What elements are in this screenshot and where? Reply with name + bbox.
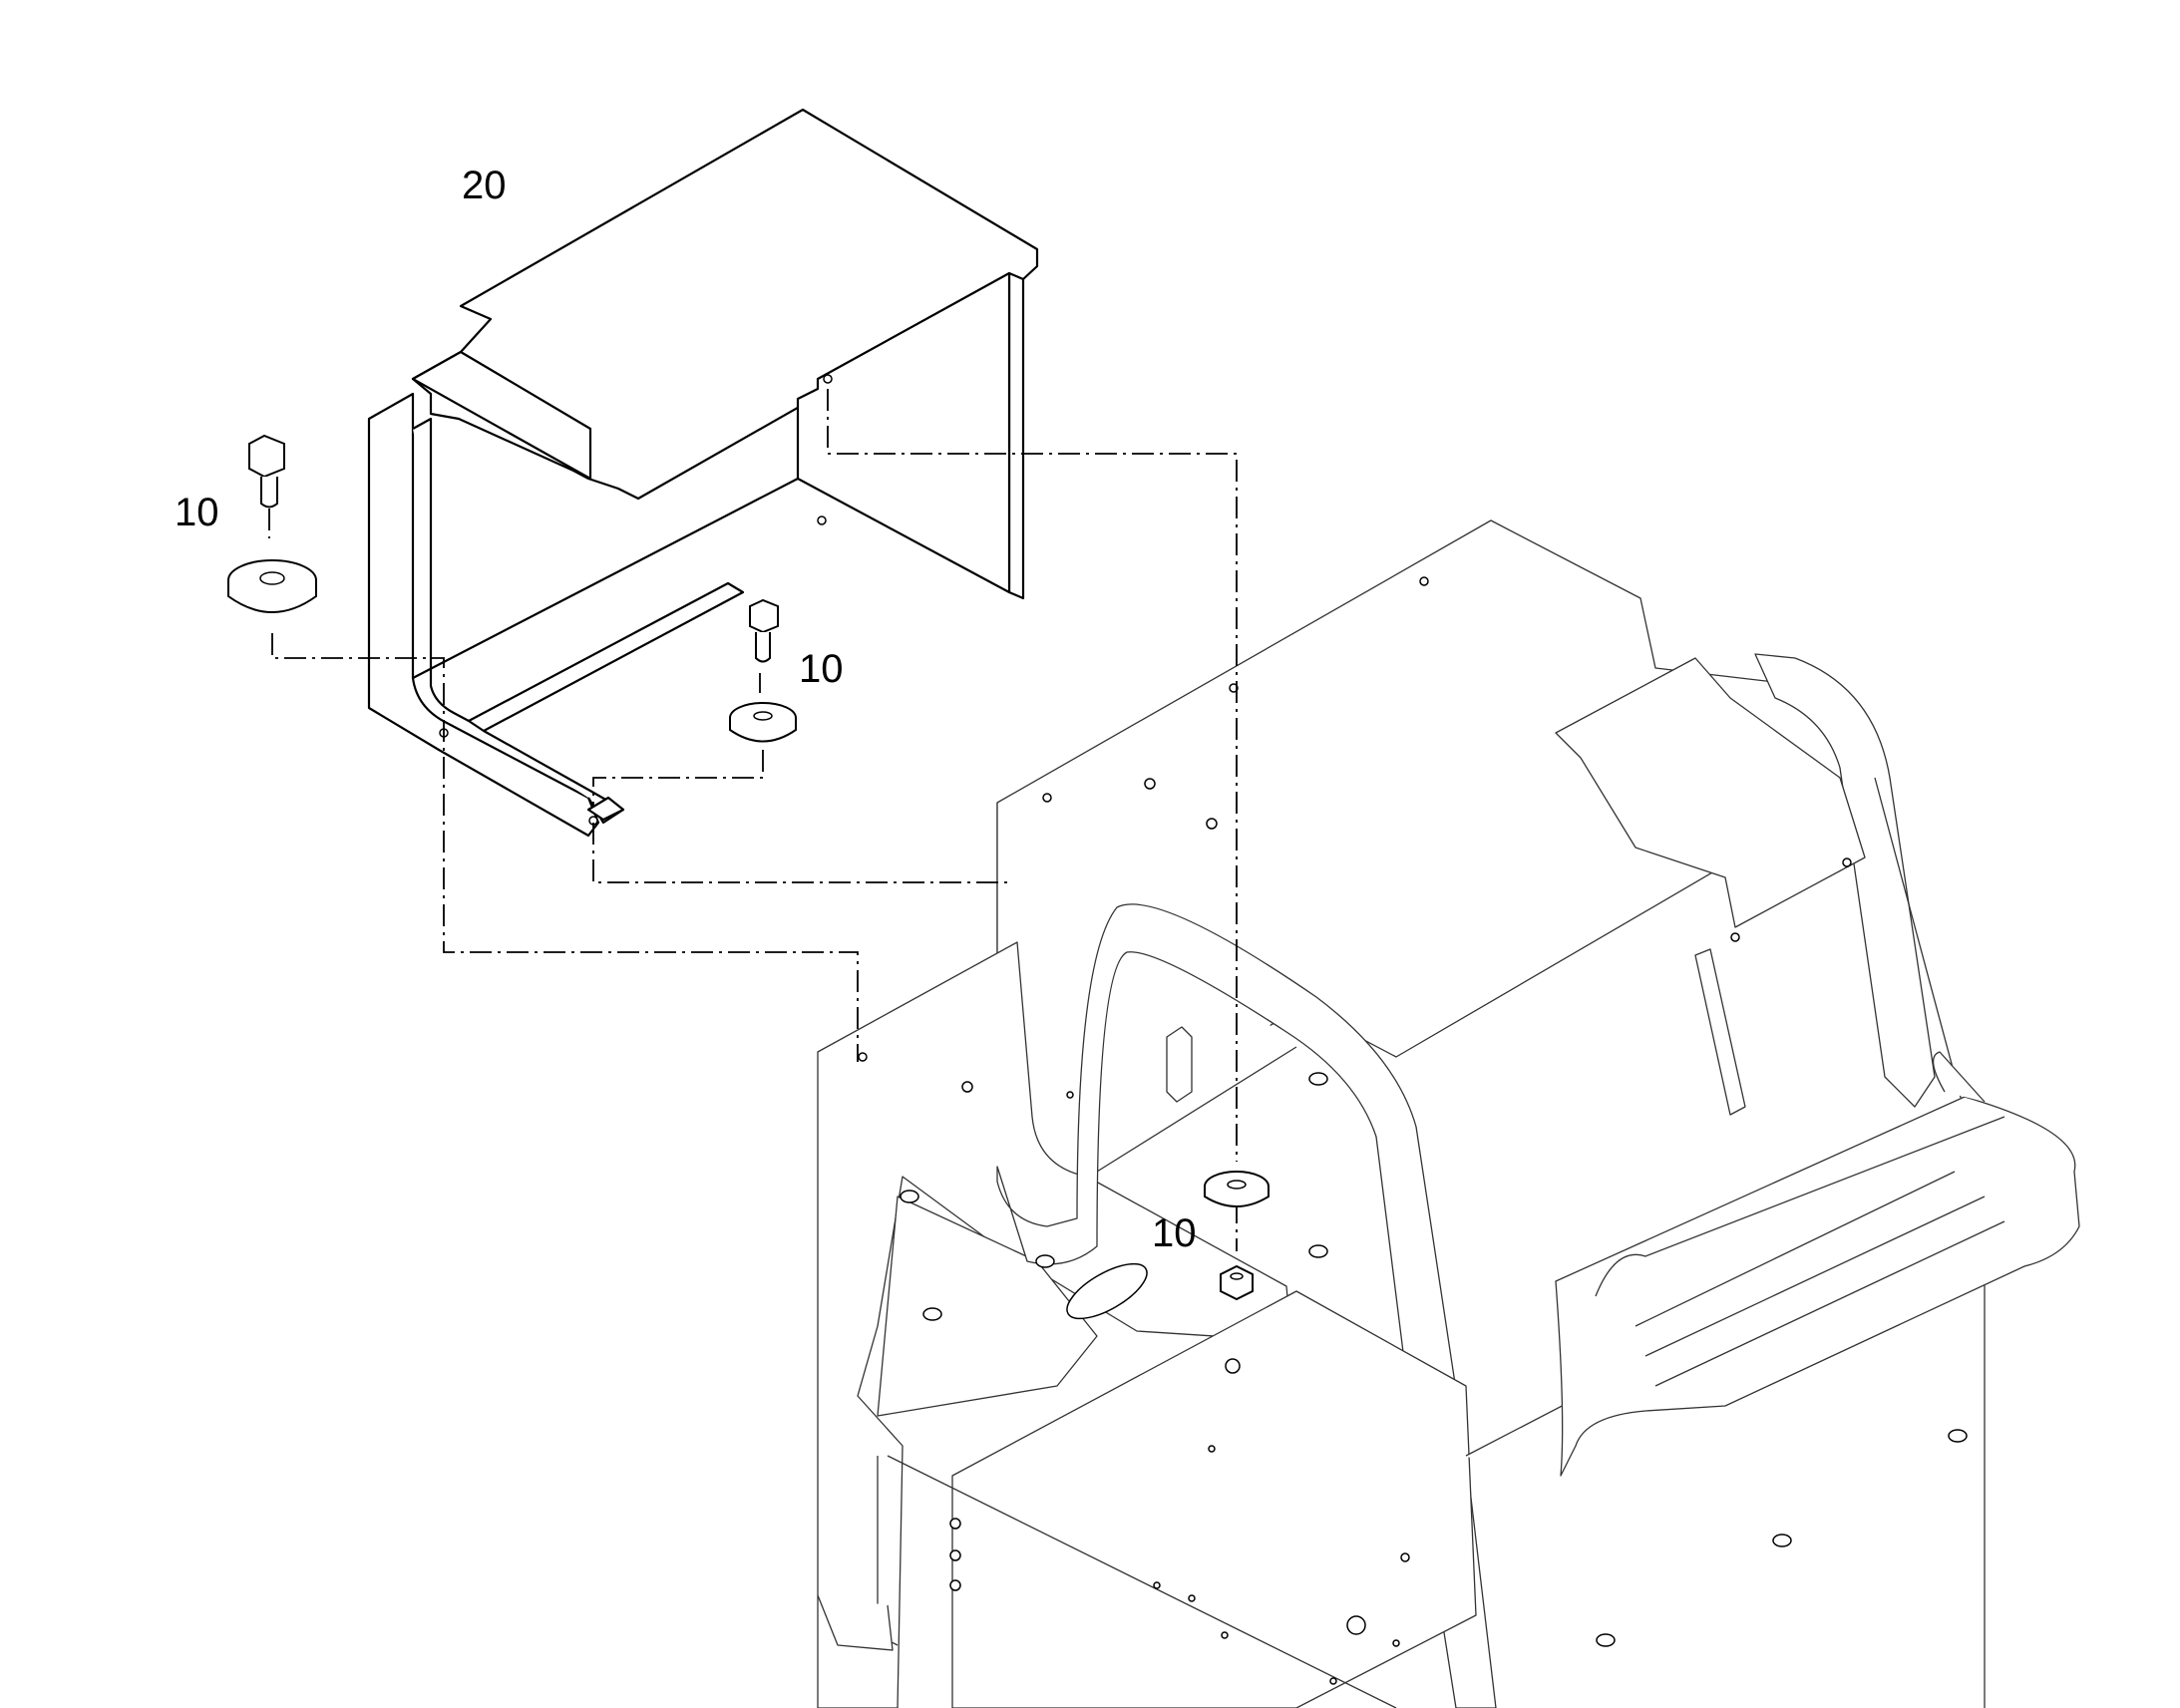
machine-frame bbox=[817, 519, 2080, 1708]
bolt-washer-left bbox=[227, 434, 317, 613]
washer-nut-right bbox=[1204, 1171, 1270, 1301]
callout-fastener-left-number: 10 bbox=[175, 491, 219, 534]
frame-holes bbox=[858, 576, 1968, 1685]
assembly-leaders bbox=[268, 389, 1238, 1251]
callout-fastener-middle-number: 10 bbox=[799, 647, 844, 691]
bolt-washer-middle bbox=[729, 598, 797, 743]
cover-part bbox=[367, 108, 1039, 838]
callout-fastener-right-number: 10 bbox=[1152, 1211, 1197, 1255]
callout-cover-number: 20 bbox=[462, 164, 507, 207]
